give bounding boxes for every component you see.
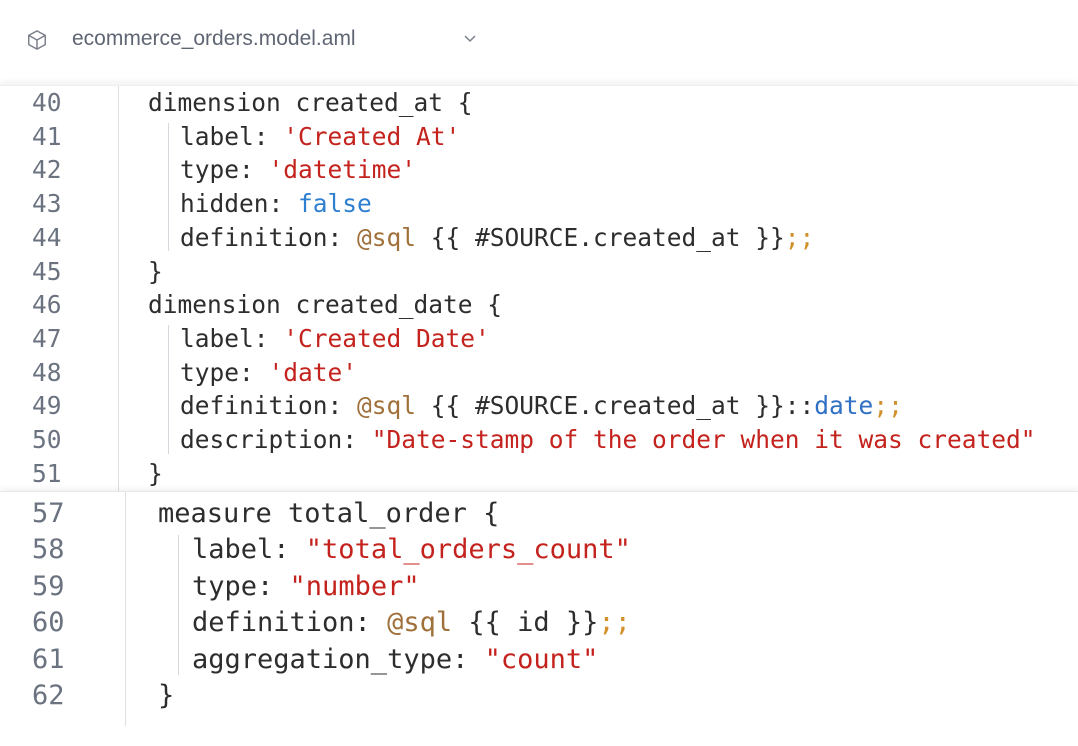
code-text: label: 'Created At' xyxy=(148,120,460,154)
token-at: @sql xyxy=(387,607,453,639)
code-text: measure total_order { xyxy=(158,496,499,532)
token-plain: dimension created_date { xyxy=(148,290,503,320)
token-plain: type: xyxy=(192,570,290,602)
indent-guide xyxy=(178,535,179,675)
code-editor-panel[interactable]: 57 measure total_order { 58 label: "total_o… xyxy=(0,491,1078,726)
line-number: 57 xyxy=(32,498,65,529)
line-number: 51 xyxy=(32,458,62,488)
gutter-divider xyxy=(118,86,119,491)
token-str: "count" xyxy=(484,643,599,675)
token-plain: label: xyxy=(180,121,284,151)
code-text: } xyxy=(148,255,163,289)
token-plain: definition: xyxy=(192,607,388,639)
token-str: 'datetime' xyxy=(268,155,417,185)
token-plain: aggregation_type: xyxy=(192,643,485,675)
gutter-divider xyxy=(125,492,126,726)
code-text: definition: @sql {{ id }};; xyxy=(158,605,631,641)
line-number: 41 xyxy=(32,121,62,151)
line-number: 43 xyxy=(32,189,62,219)
code-text: description: "Date-stamp of the order wh… xyxy=(148,423,1036,457)
token-plain: {{ #SOURCE.created_at }} xyxy=(416,222,785,252)
token-str: "number" xyxy=(289,570,420,602)
token-str: "Date-stamp of the order when it was cre… xyxy=(371,425,1036,454)
token-str: "total_orders_count" xyxy=(305,534,631,566)
token-plain: definition: xyxy=(180,222,358,252)
chevron-down-icon[interactable] xyxy=(462,30,478,46)
token-plain: } xyxy=(148,458,163,488)
code-text: definition: @sql {{ #SOURCE.created_at }… xyxy=(148,221,814,255)
token-plain: label: xyxy=(180,323,284,353)
line-number: 45 xyxy=(32,256,62,286)
code-text: hidden: false xyxy=(148,187,372,221)
line-number: 59 xyxy=(32,570,65,602)
line-number: 46 xyxy=(32,290,62,320)
file-name[interactable]: ecommerce_orders.model.aml xyxy=(72,27,356,50)
token-plain: {{ id }} xyxy=(452,607,599,639)
code-text: label: "total_orders_count" xyxy=(158,532,631,568)
code-text: definition: @sql {{ #SOURCE.created_at }… xyxy=(148,389,903,423)
token-str: 'date' xyxy=(268,357,358,387)
token-type: date xyxy=(814,391,874,421)
line-number: 48 xyxy=(32,357,62,387)
token-plain: description: xyxy=(180,425,372,454)
indent-guide xyxy=(168,122,169,252)
code-text: type: 'datetime' xyxy=(148,153,416,187)
token-at: @sql xyxy=(357,391,417,421)
token-str: 'Created At' xyxy=(283,121,461,151)
indent-guide xyxy=(168,324,169,454)
token-bool: false xyxy=(298,189,372,219)
token-plain: } xyxy=(158,680,175,711)
file-tab-header: ecommerce_orders.model.aml xyxy=(0,0,1078,84)
token-plain: } xyxy=(148,256,163,286)
token-plain: {{ #SOURCE.created_at }}:: xyxy=(416,391,815,421)
token-plain: measure total_order { xyxy=(158,498,500,529)
token-plain: label: xyxy=(192,534,306,566)
code-text: dimension created_date { xyxy=(148,288,502,322)
cube-icon xyxy=(28,30,46,50)
code-text: } xyxy=(158,678,174,714)
line-number: 61 xyxy=(32,643,65,675)
token-semi: ;; xyxy=(873,391,903,421)
line-number: 62 xyxy=(32,680,65,711)
line-number: 50 xyxy=(32,425,62,454)
line-number: 44 xyxy=(32,222,62,252)
token-plain: definition: xyxy=(180,391,358,421)
line-number: 42 xyxy=(32,155,62,185)
line-number: 40 xyxy=(32,88,62,117)
line-number: 47 xyxy=(32,323,62,353)
code-text: type: "number" xyxy=(158,569,420,605)
code-text: } xyxy=(148,457,163,491)
code-text: dimension created_at { xyxy=(148,86,473,120)
code-text: type: 'date' xyxy=(148,356,357,390)
token-at: @sql xyxy=(357,222,417,252)
line-number: 58 xyxy=(32,534,65,566)
token-plain: type: xyxy=(180,357,269,387)
token-plain: hidden: xyxy=(180,189,299,219)
line-number: 60 xyxy=(32,607,65,639)
token-semi: ;; xyxy=(784,222,815,252)
code-editor-panel[interactable]: 40 dimension created_at { 41 label: 'Create… xyxy=(0,85,1078,491)
code-text: aggregation_type: "count" xyxy=(158,642,598,678)
token-plain: dimension created_at { xyxy=(148,88,473,117)
code-text: label: 'Created Date' xyxy=(148,322,490,356)
token-semi: ;; xyxy=(598,607,631,639)
token-plain: type: xyxy=(180,155,269,185)
token-str: 'Created Date' xyxy=(283,323,490,353)
line-number: 49 xyxy=(32,391,62,421)
